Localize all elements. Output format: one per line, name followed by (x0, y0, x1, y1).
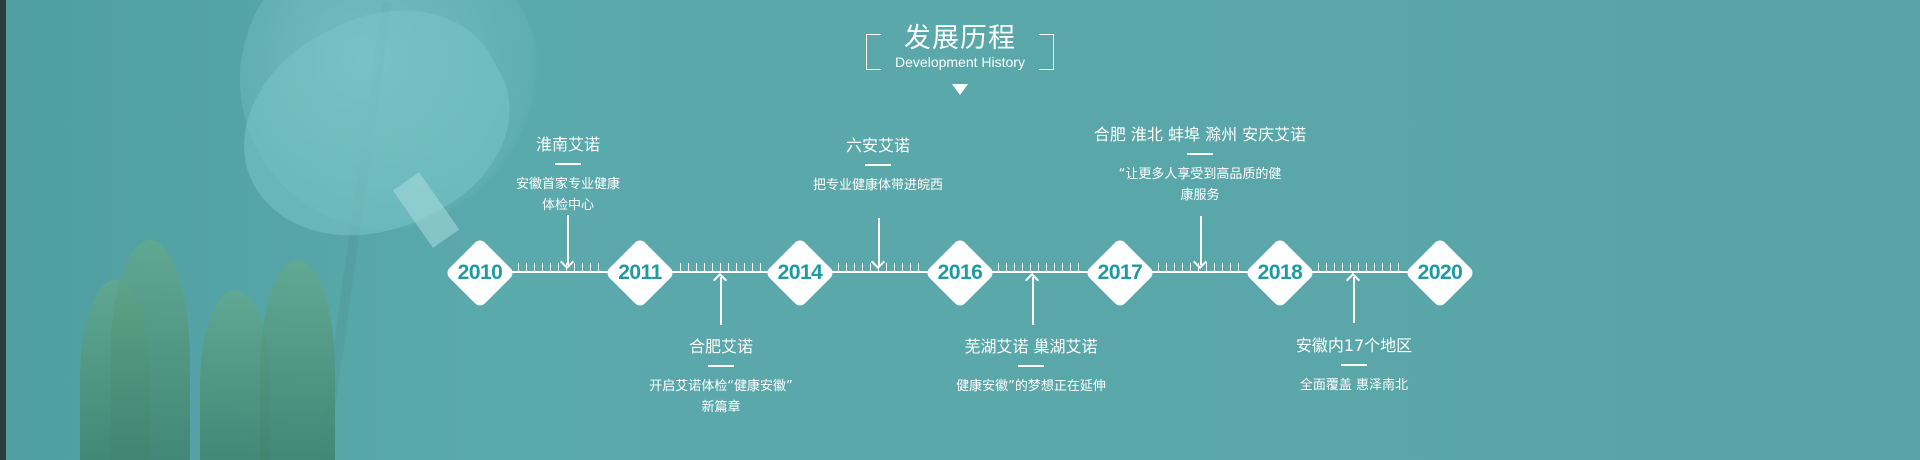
caret-down-icon (952, 84, 968, 95)
event-divider (1018, 365, 1044, 367)
event-name: 安徽内17个地区 (1295, 336, 1413, 355)
event-description-line: 康服务 (1180, 188, 1220, 203)
event-name: 合肥 淮北 蚌埠 滁州 安庆艾诺 (1093, 125, 1307, 144)
timeline-ticks (518, 263, 602, 273)
timeline-ticks (680, 263, 764, 273)
event-description-line: 健康安徽”的梦想正在延伸 (956, 379, 1106, 394)
event-name: 六安艾诺 (845, 136, 910, 155)
event-description: “让更多人享受到高品质的健 康服务 (1080, 164, 1320, 206)
timeline-ticks (838, 263, 922, 273)
event-hefei: 合肥艾诺 开启艾诺体检“健康安徽” 新篇章 (601, 333, 841, 418)
event-description: 把专业健康体带进皖西 (758, 175, 998, 196)
event-description: 开启艾诺体检“健康安徽” 新篇章 (601, 376, 841, 418)
heading-bracket-right (1039, 34, 1054, 70)
event-description: 全面覆盖 惠泽南北 (1234, 375, 1474, 396)
event-description-line: 把专业健康体带进皖西 (812, 178, 943, 193)
event-description: 安徽首家专业健康 体检中心 (448, 174, 688, 216)
event-name: 芜湖艾诺 巢湖艾诺 (964, 337, 1098, 356)
section-heading: 发展历程 Development History (866, 16, 1054, 72)
arrow-down-icon (567, 215, 569, 265)
event-name: 淮南艾诺 (535, 135, 600, 154)
plant-decoration (260, 260, 335, 460)
heading-title: 发展历程 (904, 23, 1016, 54)
plant-decoration (110, 240, 190, 460)
plant-decoration (80, 280, 150, 460)
lamp-pole-decoration (318, 1, 392, 459)
year-label: 2016 (937, 261, 983, 284)
heading-bracket-left (866, 34, 881, 70)
year-label: 2017 (1097, 261, 1143, 284)
arrow-down-icon (1200, 216, 1202, 265)
year-node-2010[interactable]: 2010 (444, 237, 516, 309)
event-description-line: 开启艾诺体检“健康安徽” (649, 379, 793, 394)
event-huainan: 淮南艾诺 安徽首家专业健康 体检中心 (448, 131, 688, 216)
event-description-line: 新篇章 (701, 400, 741, 415)
event-luan: 六安艾诺 把专业健康体带进皖西 (758, 132, 998, 196)
arrow-up-icon (720, 277, 722, 325)
event-description-line: 体检中心 (541, 198, 594, 213)
arrow-down-icon (878, 218, 880, 265)
left-edge-shadow (0, 0, 6, 460)
event-description-line: “让更多人享受到高品质的健 (1118, 167, 1282, 182)
event-divider (1341, 364, 1367, 366)
heading-subtitle: Development History (895, 54, 1025, 70)
year-node-2014[interactable]: 2014 (764, 237, 836, 309)
year-node-2011[interactable]: 2011 (604, 237, 676, 309)
event-description-line: 安徽首家专业健康 (515, 177, 620, 192)
event-name: 合肥艾诺 (688, 337, 753, 356)
year-node-2016[interactable]: 2016 (924, 237, 996, 309)
event-divider (555, 163, 581, 165)
year-node-2018[interactable]: 2018 (1244, 237, 1316, 309)
year-node-2017[interactable]: 2017 (1084, 237, 1156, 309)
event-divider (1187, 153, 1213, 155)
plant-decoration (200, 290, 270, 460)
timeline-ticks (998, 263, 1082, 273)
year-label: 2010 (457, 261, 503, 284)
arrow-up-icon (1353, 277, 1355, 323)
year-label: 2018 (1257, 261, 1303, 284)
arrow-up-icon (1032, 277, 1034, 325)
year-node-2020[interactable]: 2020 (1404, 237, 1476, 309)
event-description-line: 全面覆盖 惠泽南北 (1299, 378, 1409, 393)
year-label: 2020 (1417, 261, 1463, 284)
event-anhui-17-regions: 安徽内17个地区 全面覆盖 惠泽南北 (1234, 332, 1474, 396)
event-description: 健康安徽”的梦想正在延伸 (911, 376, 1151, 397)
event-divider (865, 164, 891, 166)
year-label: 2014 (777, 261, 823, 284)
event-wuhu-chaohu: 芜湖艾诺 巢湖艾诺 健康安徽”的梦想正在延伸 (911, 333, 1151, 397)
event-multi-city: 合肥 淮北 蚌埠 滁州 安庆艾诺 “让更多人享受到高品质的健 康服务 (1080, 121, 1320, 206)
event-divider (708, 365, 734, 367)
year-label: 2011 (618, 261, 662, 284)
timeline-ticks (1318, 263, 1402, 273)
